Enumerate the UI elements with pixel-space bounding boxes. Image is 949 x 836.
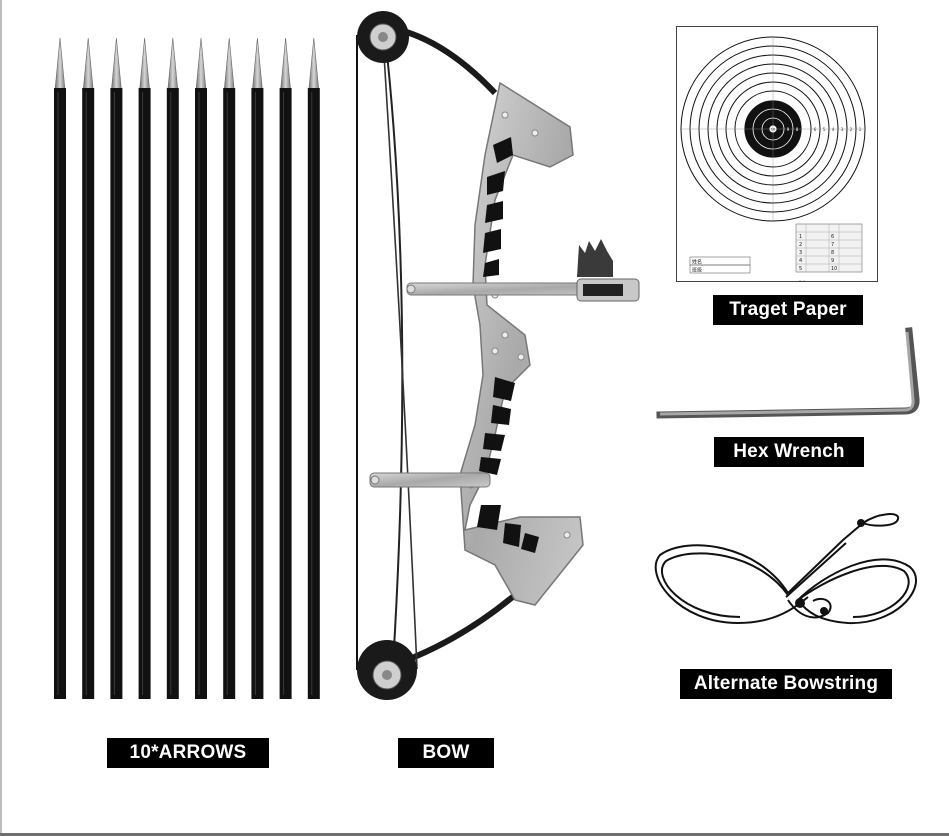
arrow (138, 37, 151, 699)
arrow (195, 37, 207, 699)
lower-cam (357, 640, 417, 700)
arrow (54, 37, 66, 699)
ring-number: 3 (841, 127, 844, 132)
score-row-number: 1 (799, 234, 802, 240)
target-paper-label: Traget Paper (713, 295, 863, 325)
score-row-number: 2 (799, 242, 802, 248)
arrow (166, 37, 179, 699)
arrows-label: 10*ARROWS (107, 738, 269, 768)
target-paper: 1 2 3 4 5 6 7 8 9 10 姓名 班级 1 2 3 4 5 6 7 8 9 10 总分 (676, 26, 878, 282)
ring-number: 4 (832, 127, 835, 132)
arrows-group (54, 37, 320, 699)
cable-2 (382, 38, 418, 670)
ring-number: 5 (823, 127, 826, 132)
lower-rod (369, 472, 491, 488)
score-row-number: 10 (831, 266, 837, 272)
compound-bow (356, 11, 640, 700)
hex-wrench-label: Hex Wrench (714, 437, 864, 467)
arrow (307, 37, 320, 699)
score-row-number: 5 (799, 266, 802, 272)
arrow (110, 37, 123, 699)
score-row-number: 4 (799, 258, 802, 264)
arrow-rest (577, 239, 613, 277)
alternate-bowstring (654, 513, 917, 625)
ring-number: 7 (805, 127, 808, 132)
center-number: 10 (771, 128, 775, 132)
hex-wrench (656, 327, 920, 419)
score-row-number: 6 (831, 234, 834, 240)
score-row-number: 9 (831, 258, 834, 264)
bottom-edge-line (0, 833, 949, 836)
ring-number: 1 (859, 127, 862, 132)
alternate-bowstring-label: Alternate Bowstring (680, 669, 892, 699)
ring-number: 8 (796, 127, 799, 132)
arrow (279, 37, 292, 699)
name-field-label: 姓名 (692, 259, 702, 266)
cable-1 (384, 34, 404, 666)
score-row-number: 8 (831, 250, 834, 256)
ring-number: 9 (787, 127, 790, 132)
class-field-label: 班级 (692, 267, 702, 274)
arrow (82, 37, 95, 699)
score-row-number: 7 (831, 242, 834, 248)
bow-label: BOW (398, 738, 494, 768)
total-score-label: 总分 (798, 279, 806, 282)
arrow (223, 37, 236, 699)
score-row-number: 3 (799, 250, 802, 256)
upper-cam (357, 11, 409, 63)
ring-number: 6 (814, 127, 817, 132)
left-edge-line (0, 0, 2, 836)
arrow (251, 37, 264, 699)
ring-number: 2 (850, 127, 853, 132)
